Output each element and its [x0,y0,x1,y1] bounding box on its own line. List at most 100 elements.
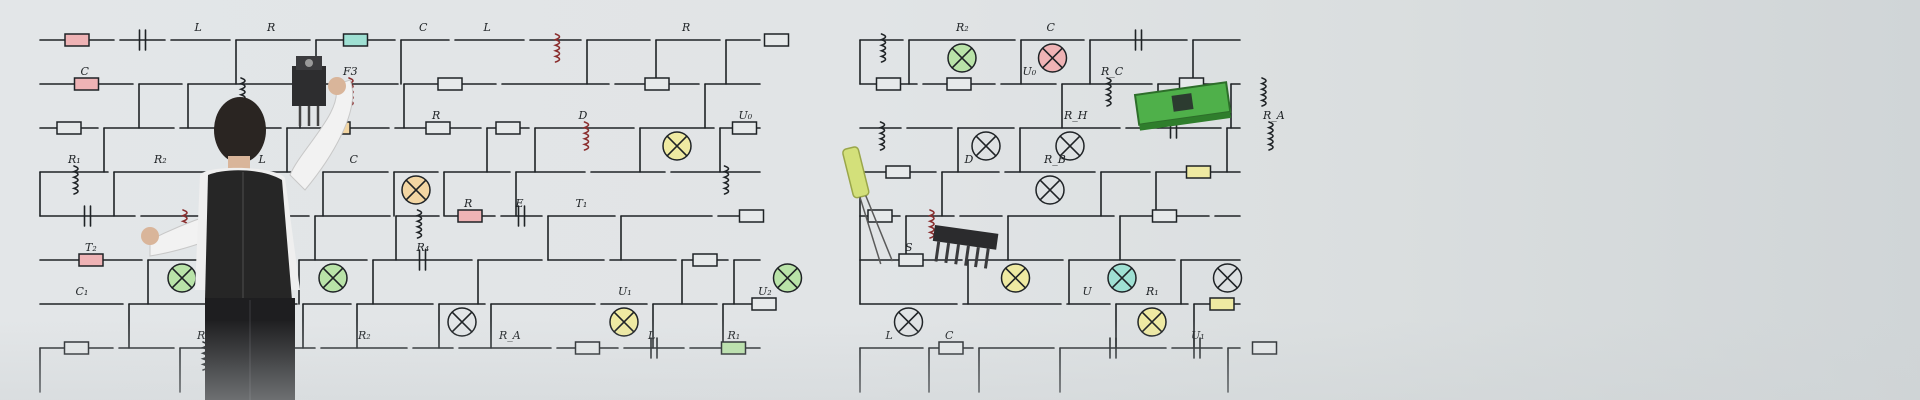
circuit-label: C [350,153,359,166]
circuit-label: R₄ [416,241,430,254]
inductor-symbol [1266,121,1274,151]
circuit-label: R [681,21,690,34]
resistor-symbol [692,253,718,267]
lamp-cross [1004,267,1027,289]
circuit-label: U [1083,285,1093,298]
inductor-symbol [1259,77,1267,107]
circuit-label: F3 [342,65,358,78]
lamp-cross [322,267,344,289]
circuit-label: U₀ [1023,65,1037,78]
lamp-cross [405,179,427,201]
resistor-symbol [457,209,483,223]
inductor-symbol [878,121,886,151]
resistor-symbol [738,209,765,223]
lamp-cross [975,135,997,157]
circuit-label: E [515,197,524,210]
resistor-symbol [342,33,369,47]
circuit-label: U₂ [758,285,772,298]
resistor-symbol [425,121,451,135]
lamp-cross [1216,267,1239,289]
circuit-label: R [463,197,472,210]
resistor-symbol [875,77,902,91]
capacitor-image [842,146,894,265]
circuit-label: R_A [498,329,521,342]
circuit-label: D [964,153,974,166]
lamp-symbol [1055,131,1085,161]
inductor-symbol [415,209,423,239]
circuit-label: L [885,329,893,342]
lamp-symbol [1212,263,1243,293]
circuit-label: L [194,21,202,34]
lamp-cross [1141,311,1163,333]
circuit-label: U₁ [1191,329,1205,342]
resistor-symbol [885,165,911,179]
lamp-cross [776,267,799,289]
resistor-symbol [73,77,100,91]
lamp-cross [897,311,920,333]
circuit-label: L [647,329,655,342]
inductor-symbol [927,209,935,239]
circuit-label: C [945,329,954,342]
lamp-symbol [893,307,924,337]
resistor-symbol [720,341,747,355]
resistor-symbol [898,253,924,267]
circuit-label: S [905,241,913,254]
circuit-label: R₂ [357,329,371,342]
lamp-cross [1111,267,1133,289]
circuit-label: T₂ [85,241,97,254]
ic-chip-image [932,225,999,269]
circuit-label: T₁ [576,197,588,210]
resistor-symbol [938,341,964,355]
resistor-symbol [1209,297,1235,311]
resistor-symbol [63,341,90,355]
lamp-symbol [447,307,477,337]
circuit-label: R_B [1043,153,1066,166]
resistor-symbol [1151,209,1178,223]
lamp-cross [951,47,973,69]
lamp-cross [1039,179,1061,201]
lamp-symbol [1035,175,1065,205]
resistor-symbol [1251,341,1278,355]
circuit-label: R_H [1063,109,1088,122]
man-figure [141,77,354,400]
resistor-symbol [763,33,790,47]
inductor-symbol [582,121,590,151]
resistor-symbol [64,33,90,47]
lamp-cross [171,267,193,289]
circuit-label: U₀ [739,109,753,122]
inductor-symbol [71,165,79,195]
circuit-label: R_A [1262,109,1285,122]
inductor-symbol [1104,77,1112,107]
circuit-label: C₁ [76,285,89,298]
inductor-symbol [553,33,561,63]
circuit-label: R [431,109,440,122]
transistor-image [292,56,326,126]
circuit-label: R [266,21,275,34]
circuit-label: R₁ [67,153,81,166]
resistor-symbol [644,77,670,91]
lamp-cross [451,311,473,333]
resistor-symbol [946,77,972,91]
circuit-label: D [578,109,588,122]
circuit-label: R₂ [153,153,167,166]
resistor-symbol [495,121,521,135]
circuit-label: C [419,21,428,34]
circuit-label: U₁ [618,285,632,298]
circuit-label: C [81,65,90,78]
lamp-cross [613,311,635,333]
circuit-label: R_C [1100,65,1124,78]
inductor-symbol [879,33,887,63]
circuit-labels: LRCLRCF3RDU₀R₁R₂LCRET₁T₂R₃R₄C₁U₁U₂R₁R₂R_… [67,21,1285,342]
resistor-symbol [56,121,82,135]
circuit-label: R₁ [727,329,741,342]
inductor-symbol [722,165,730,195]
lamp-cross [1041,47,1064,69]
circuit-label: C [1047,21,1056,34]
lamp-cross [666,135,688,157]
circuit-label: L [258,153,266,166]
green-chip-image [1133,81,1232,131]
lamp-symbol [971,131,1001,161]
resistor-symbol [78,253,104,267]
